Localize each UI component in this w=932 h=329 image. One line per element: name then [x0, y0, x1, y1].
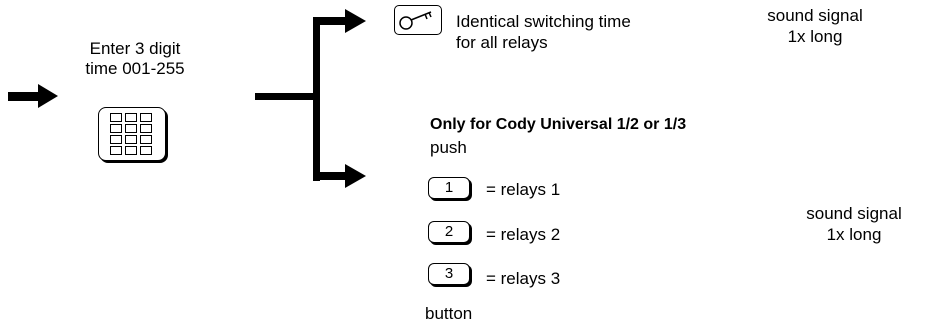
- push-label: push: [430, 138, 467, 157]
- relay-label-2: = relays 2: [486, 225, 561, 244]
- bottom-sound-signal: sound signal: [806, 204, 902, 223]
- enter-time-line1: Enter 3 digit: [89, 39, 181, 58]
- relay-key-3: 3: [428, 263, 470, 285]
- top-sound-duration: 1x long: [787, 27, 843, 46]
- relay-label-1: = relays 1: [486, 180, 561, 199]
- keypad-icon: [98, 107, 166, 161]
- key-icon: [394, 5, 442, 35]
- bottom-arrow-head: [345, 164, 366, 188]
- bottom-arrow-shaft: [313, 172, 347, 180]
- top-sound-signal: sound signal: [767, 6, 863, 25]
- top-arrow-head: [345, 9, 366, 33]
- entry-arrow-head: [38, 84, 58, 108]
- entry-arrow-shaft: [8, 92, 38, 101]
- top-branch-line2: for all relays: [456, 33, 548, 52]
- button-label: button: [425, 304, 473, 323]
- relay-key-2: 2: [428, 221, 470, 243]
- branch-trunk: [313, 21, 320, 181]
- top-branch-line1: Identical switching time: [456, 12, 631, 31]
- bottom-sound-duration: 1x long: [826, 225, 882, 244]
- bottom-branch-heading: Only for Cody Universal 1/2 or 1/3: [430, 116, 687, 133]
- top-arrow-shaft: [313, 17, 347, 25]
- relay-key-1: 1: [428, 177, 470, 199]
- relay-label-3: = relays 3: [486, 269, 561, 288]
- enter-time-line2: time 001-255: [85, 59, 185, 78]
- branch-connector: [255, 93, 316, 100]
